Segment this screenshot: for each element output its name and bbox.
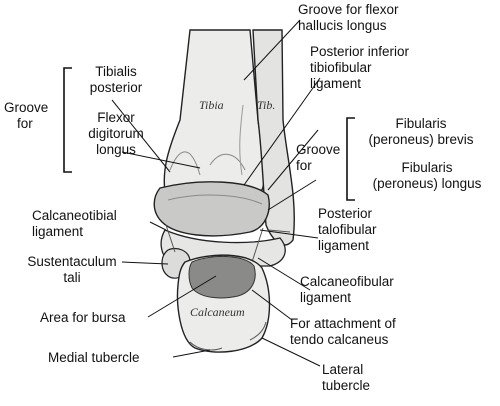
sustentaculum-tali-label: Sustentaculum tali [27, 254, 117, 285]
leader-lines [111, 19, 321, 367]
flexor-digitorum-longus-label: Flexor digitorum longus [88, 110, 144, 157]
area-for-bursa-label: Area for bursa [40, 310, 126, 325]
talocalcaneal-region [160, 229, 286, 267]
calcaneus-label: Calcaneum [190, 305, 245, 319]
lateral-tubercle [249, 321, 267, 341]
fibularis-longus-label: Fibularis (peroneus) longus [372, 160, 482, 191]
bursa-area [188, 255, 256, 299]
tibia-label: Tibia [199, 98, 224, 112]
medial-tubercle [189, 341, 223, 351]
calcaneotibial-label: Calcaneotibial ligament [32, 208, 117, 239]
tendo-calcaneus-label: For attachment of tendo calcaneus [290, 316, 396, 347]
groove-flexor-hallucis-label: Groove for flexor hallucis longus [298, 2, 399, 33]
lateral-tubercle-label: Lateral tubercle [322, 362, 371, 393]
groove-for-left-label: Groove for [4, 100, 49, 131]
posterior-talofibular-label: Posterior talofibular ligament [318, 206, 377, 253]
left-bracket [63, 67, 72, 173]
fibularis-brevis-label: Fibularis (peroneus) brevis [368, 116, 474, 147]
tibialis-posterior-label: Tibialis posterior [89, 64, 143, 95]
groove-for-right-label: Groove for [296, 142, 341, 173]
posterior-inferior-tibiofibular-label: Posterior inferior tibiofibular ligament [310, 44, 410, 91]
tibia-groove-shading [169, 151, 201, 176]
calcaneofibular-label: Calcaneofibular ligament [300, 274, 394, 305]
medial-tubercle-label: Medial tubercle [48, 350, 140, 365]
right-bracket [346, 117, 355, 201]
fibula-label: Tib. [257, 98, 276, 112]
talus-bone [153, 181, 270, 237]
